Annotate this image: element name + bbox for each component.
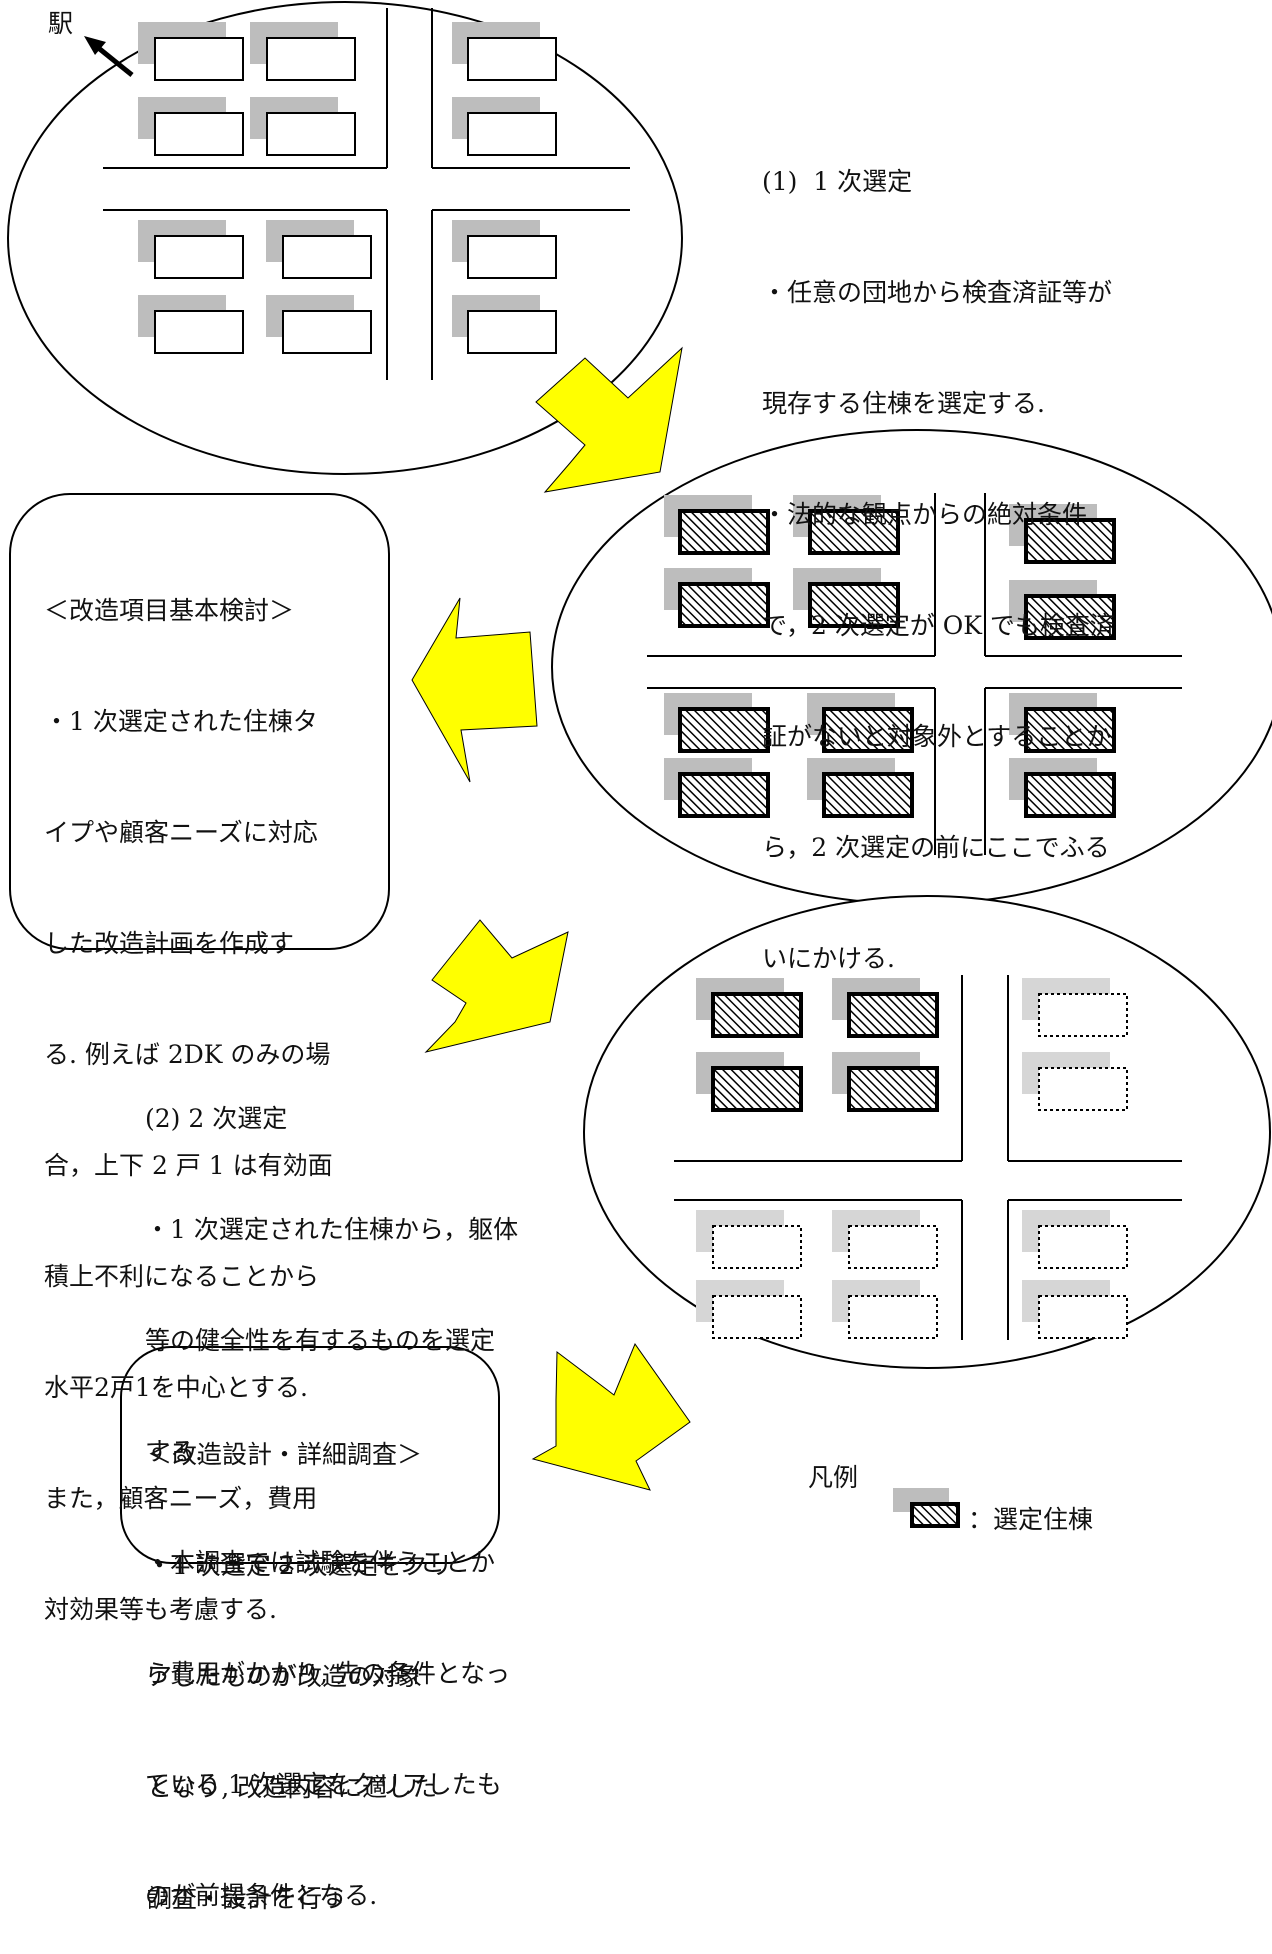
- selected-buildings: [664, 495, 1116, 818]
- text-line: イプや顧客ニーズに対応: [44, 818, 318, 847]
- text-line: 積上不利になることから: [44, 1262, 320, 1291]
- text-line: ・1 次選定された住棟タ: [44, 707, 318, 736]
- text-line: となり, 改造内容に適した: [147, 1773, 438, 1802]
- legend-item-label: ：選定住棟: [968, 1505, 1094, 1534]
- text-line: アしたものが改造の対象: [147, 1662, 423, 1691]
- flow-arrow-3-icon: [424, 919, 569, 1053]
- detailed-design-text: ＜改造設計・詳細調査＞ ・1 次選定 2 次選定をクリ アしたものが改造の対象 …: [147, 1362, 453, 1954]
- text-line: ・1 次選定 2 次選定をクリ: [147, 1551, 453, 1580]
- qualified-buildings: [696, 978, 939, 1112]
- text-line: 等の健全性を有するものを選定: [145, 1326, 496, 1355]
- text-line: 調査・設計を行う: [147, 1884, 348, 1913]
- text-line: した改造計画を作成す: [44, 929, 295, 958]
- flow-arrow-4-icon: [531, 1342, 691, 1491]
- flow-arrow-2-icon: [411, 597, 538, 783]
- flow-arrow-1-icon: [535, 346, 683, 493]
- text-line: する.: [145, 1437, 203, 1466]
- text-line: 現存する住棟を選定する.: [762, 389, 1045, 418]
- text-line: ら，2 次選定の前にここでふる: [762, 833, 1110, 862]
- text-line: ＜改造項目基本検討＞: [44, 596, 295, 625]
- legend-title: 凡例: [808, 1463, 859, 1492]
- site-map-initial: [7, 1, 683, 475]
- text-line: ＜改造設計・詳細調査＞: [147, 1440, 423, 1469]
- site-map-first-selection: [551, 429, 1272, 905]
- text-line: ・法的な観点からの絶対条件: [762, 500, 1088, 529]
- text-line: ・本調査では試験を伴うことか: [145, 1548, 496, 1577]
- text-line: 水平2戸1を中心とする.: [44, 1373, 309, 1402]
- text-line: (2) 2 次選定: [145, 1104, 288, 1133]
- selection-flow-diagram: 駅: [7, 1, 1272, 1564]
- legend-symbol: [893, 1488, 960, 1528]
- text-line: 合，上下 2 戸 1 は有効面: [44, 1151, 333, 1180]
- site-map-second-selection: [583, 895, 1271, 1369]
- text-line: ・任意の団地から検査済証等が: [762, 278, 1113, 307]
- detailed-design-box: [120, 1346, 500, 1564]
- design-study-box: [9, 493, 390, 950]
- station-label: 駅: [48, 9, 73, 38]
- buildings: [138, 22, 557, 354]
- text-line: で，2 次選定が OK でも検査済: [762, 611, 1115, 640]
- step1-description: (1) 1 次選定 ・任意の団地から検査済証等が 現存する住棟を選定する. ・法…: [762, 89, 1115, 1014]
- text-line: ・1 次選定された住棟から，躯体: [145, 1215, 519, 1244]
- text-line: いにかける.: [762, 944, 895, 973]
- roads: [103, 8, 630, 380]
- roads: [674, 975, 1182, 1340]
- text-line: また，顧客ニーズ，費用: [44, 1484, 318, 1513]
- text-line: (1) 1 次選定: [762, 167, 913, 196]
- text-line: る. 例えば 2DK のみの場: [44, 1040, 331, 1069]
- roads: [647, 493, 1182, 855]
- station-direction-arrow-icon: [84, 36, 134, 77]
- excluded-buildings: [696, 978, 1128, 1339]
- text-line: 証がないと対象外とすることか: [762, 722, 1112, 751]
